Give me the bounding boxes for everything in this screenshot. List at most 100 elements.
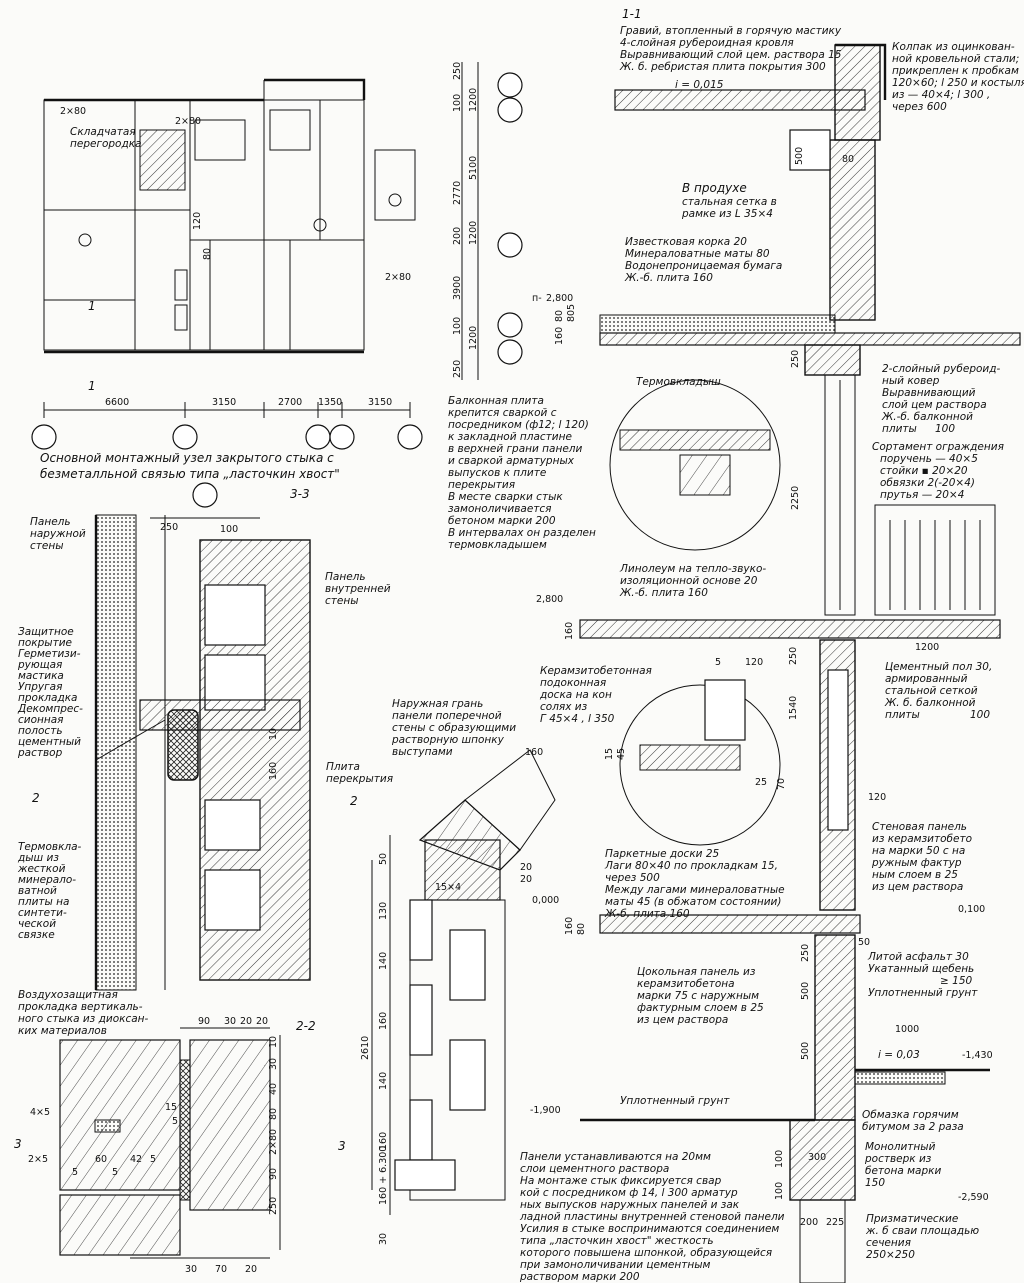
dim-2x80-c: 2×80 [385, 272, 411, 283]
layer-12: раствор [17, 747, 63, 759]
dim-22-r90: 90 [268, 1168, 279, 1180]
linoleum-3: Ж.-б. плита 160 [619, 587, 708, 599]
dim-6600: 6600 [105, 397, 129, 408]
li-3: доска на кон [539, 689, 612, 701]
bs-6: и сваркой арматурных [448, 455, 575, 467]
layer-10: полость [18, 725, 63, 737]
pn-9: которого повышена шпонкой, образующейся [520, 1247, 772, 1259]
roof-2: 4-слойная рубероидная кровля [620, 37, 794, 49]
dim-ft-200: 200 [800, 1217, 818, 1228]
wall-panel-note: Стеновая панель из керамзитобето на марк… [871, 821, 972, 893]
pile [799, 1199, 846, 1283]
iso-dim-130: 130 [378, 902, 389, 920]
linoleum-1: Линолеум на тепло-звуко- [619, 563, 766, 575]
rl-5: прутья — 20×4 [880, 489, 964, 501]
ft-2: ростверк из [864, 1153, 932, 1165]
iso-dim-160-top: 160 [525, 747, 543, 758]
airproof-1: Воздухозащитная [18, 989, 118, 1001]
insert-1: Термовкла- [18, 841, 82, 853]
dim-ft-100b: 100 [774, 1182, 785, 1200]
pl-5: из цем раствора [637, 1014, 728, 1026]
detail-circle-lintel [619, 684, 781, 846]
dim-2x80-a: 2×80 [60, 106, 86, 117]
caption-line-2: безметалльной связью типа „ласточкин хво… [40, 467, 340, 481]
insert-4: минерало- [18, 874, 76, 886]
section-11-title: 1-1 [622, 7, 642, 21]
pl-3: марки 75 с наружным [637, 990, 759, 1002]
dim-11-1000: 1000 [895, 1024, 919, 1035]
bitumen-2: битумом за 2 раза [862, 1121, 964, 1133]
bs-4: к закладной пластине [448, 431, 572, 443]
ft-3: бетона марки [865, 1165, 941, 1177]
pn-8: типа „ласточкин хвост" жесткость [520, 1235, 714, 1247]
dim-22-42: 42 [130, 1154, 142, 1165]
dim-r-2770: 2770 [452, 181, 463, 205]
outer-panel-label-2: наружной [30, 528, 86, 540]
li-1: Керамзитобетонная [540, 665, 652, 677]
level-430: -1,430 [962, 1050, 993, 1061]
attic-1: Известковая корка 20 [625, 236, 747, 248]
pl-1: Цокольная панель из [637, 966, 756, 978]
dim-2x80-b: 2×80 [175, 116, 201, 127]
dim-22-15: 15 [165, 1102, 177, 1113]
iso-dim-160-6300: 160 + 6.300 [378, 1146, 389, 1205]
insert-5: ватной [18, 885, 57, 897]
dim-1350: 1350 [318, 397, 342, 408]
cp-3: Выравнивающий [882, 387, 976, 399]
section-2-2: 90 30 20 20 10 30 40 80 2×80 90 250 4×5 … [28, 1016, 281, 1275]
dim-22-r10: 10 [268, 1036, 279, 1048]
roof-3: Выравнивающий слой цем. раствора 15 [620, 49, 842, 61]
wp-4: ружным фактур [871, 857, 962, 869]
li-2: подоконная [540, 677, 606, 689]
dim-22-30a: 30 [224, 1016, 236, 1027]
slab-label-2: перекрытия [326, 773, 393, 785]
fl-5: плиты [885, 709, 920, 721]
railing-spec: Сортамент ограждения поручень — 40×5 сто… [872, 441, 1004, 501]
dim-11-160: 160 [564, 622, 575, 640]
iso-note-3: стены с образующими [392, 722, 516, 734]
dim-ft-225: 225 [826, 1217, 844, 1228]
ft-1: Монолитный [865, 1141, 936, 1153]
fl-2: армированный [885, 673, 968, 685]
iso-dim-30: 30 [378, 1233, 389, 1245]
stair [139, 129, 186, 191]
cp-1: 2-слойный рубероид- [882, 363, 1001, 375]
attic-3: Водонепроницаемая бумага [625, 260, 782, 272]
dim-22-r80: 80 [268, 1108, 279, 1120]
dim-120: 120 [192, 212, 203, 230]
pn-5: ных выпусков наружных панелей и зак [520, 1199, 740, 1211]
dim-r-3900: 3900 [452, 276, 463, 300]
layer-3: Герметизи- [18, 648, 81, 660]
dim-22-60: 60 [95, 1154, 107, 1165]
dim-r-100b: 100 [452, 317, 463, 335]
insert-2: дыш из [17, 852, 59, 864]
pn-3: На монтаже стык фиксируется свар [520, 1175, 722, 1187]
layers-list: Защитное покрытие Герметизи- рующая маст… [17, 626, 83, 759]
balcony-railing [874, 504, 996, 616]
floor-slab [139, 699, 301, 731]
pi-4: 250×250 [866, 1249, 915, 1261]
iso-dim-160a: 160 [378, 1012, 389, 1030]
iso-dim-15x4: 15×4 [435, 882, 461, 893]
dim-22-b70: 70 [215, 1264, 227, 1275]
wp-3: на марки 50 с на [872, 845, 965, 857]
parquet-note: Паркетные доски 25 Лаги 80×40 по проклад… [604, 848, 785, 920]
thermal-label: Термовкладыш [636, 376, 721, 388]
dim-22-90: 90 [198, 1016, 210, 1027]
axis-bubble-4 [329, 424, 355, 450]
bs-13: термовкладышем [448, 539, 547, 551]
dim-lintel-45: 45 [616, 748, 627, 760]
bs-8: перекрытия [448, 479, 515, 491]
section-3-3: 250 100 160 10 [94, 514, 311, 991]
pn-6: ладной пластины внутренней стеновой пане… [519, 1211, 785, 1223]
airproof-4: ких материалов [18, 1025, 107, 1037]
pl-4: фактурным слоем в 25 [637, 1002, 764, 1014]
dim-22-5d: 5 [172, 1116, 178, 1127]
as-3: ≥ 150 [940, 975, 972, 987]
insert-label: Термовкла- дыш из жесткой минерало- ватн… [17, 841, 82, 941]
iso-dim-20b: 20 [520, 874, 532, 885]
mark-2a: 2 [32, 791, 40, 805]
dim-22-r40: 40 [268, 1083, 279, 1095]
layer-11: цементный [18, 736, 81, 748]
